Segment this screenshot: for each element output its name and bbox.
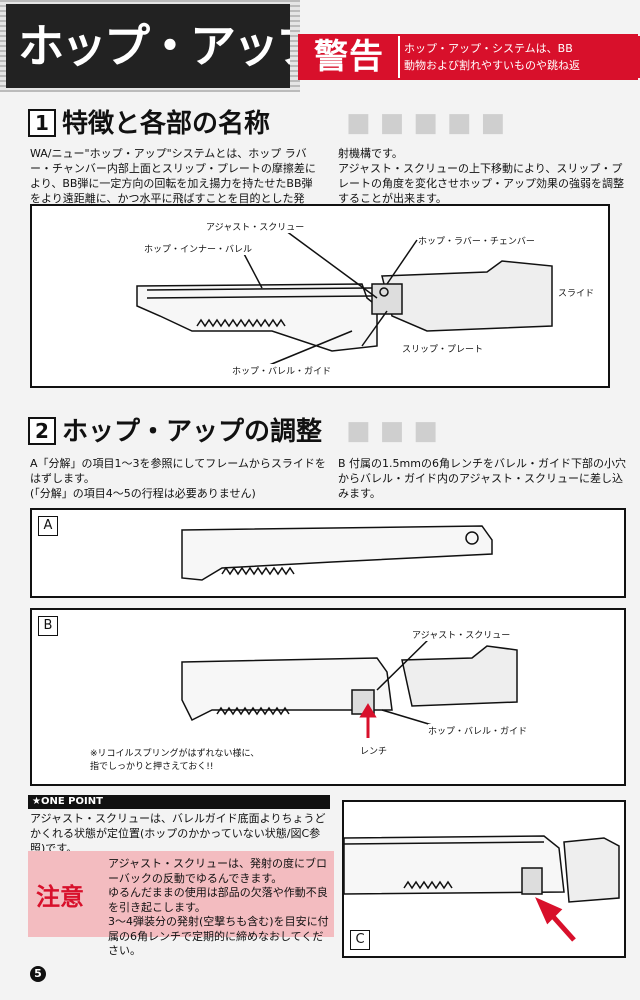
one-point-text: アジャスト・スクリューは、バレルガイド底面よりちょうどかくれる状態が定位置(ホッ… [30,812,326,855]
leader-slip-plate [361,310,388,347]
label-adjust-screw: アジャスト・スクリュー [206,220,305,233]
panel-b-label: B [38,616,58,636]
section1-text-left: WA/ニュー"ホップ・アップ"システムとは、ホップ ラバー・チャンバー内部上面と… [30,147,316,205]
section1-title: 特徴と各部の名称 [62,109,271,139]
caution-text: アジャスト・スクリューは、発射の度にブローバックの反動でゆるんできます。 ゆるん… [108,857,329,957]
panel-a-label: A [38,516,58,536]
section2-title: ホップ・アップの調整 [62,417,323,447]
inner-barrel-line [146,287,373,291]
bleed-through-heading-2: ■ ■ ■ [346,416,438,446]
bleed-through-heading: ■ ■ ■ ■ ■ [346,108,506,138]
slide-outline-c [563,837,620,903]
leader-inner-barrel [241,249,263,289]
label-b-barrel-guide: ホップ・バレル・ガイド [428,724,528,737]
frame-outline [136,283,378,352]
warning-tag: 警告 [300,36,398,78]
leader-rubber-chamber [386,239,418,285]
leader-barrel-guide [261,330,353,369]
inner-barrel-line-2 [146,295,373,299]
barrel-guide-c [521,867,543,895]
barrel-line-c [344,841,545,845]
slide-outline-b [401,645,518,707]
recoil-spring [196,318,286,328]
label-slip-plate: スリップ・プレート [402,342,484,355]
section1-text-right: 射機構です。 アジャスト・スクリューの上下移動により、スリップ・プレートの角度を… [338,147,624,205]
label-rubber-chamber: ホップ・ラバー・チェンバー [418,234,535,247]
label-slide: スライド [558,286,595,299]
caution-box: 注意 アジャスト・スクリューは、発射の度にブローバックの反動でゆるんできます。 … [28,851,334,957]
leader-adjust-screw [281,227,378,299]
warning-text: ホップ・アップ・システムは、BB 動物および割れやすいものや跳ね返 [400,36,640,78]
leader-adjust-screw-b [376,635,433,691]
hammer-a [465,531,479,545]
wrench-arrow-head [359,703,377,718]
one-point-bar: ★ONE POINT [28,795,330,809]
spring-b [216,706,290,716]
warning-box: 警告 ホップ・アップ・システムは、BB 動物および割れやすいものや跳ね返 [298,34,640,80]
frame-outline-c [344,835,565,895]
caution-tag: 注意 [36,883,84,911]
label-b-wrench: レンチ [360,744,388,757]
spring-c [403,880,453,890]
adjust-arrow-head [535,897,563,925]
spring-a [221,566,295,576]
label-inner-barrel: ホップ・インナー・バレル [144,242,253,255]
panel-b-diagram [181,635,518,738]
diagram-panel-1: アジャスト・スクリュー ホップ・インナー・バレル ホップ・ラバー・チェンバー ス… [30,204,610,388]
diagram-panel-c: C [342,800,626,958]
section2-text-b: B 付属の1.5mmの6角レンチをバレル・ガイド下部の小穴からバレル・ガイド内の… [338,457,626,500]
panel-c-label: C [350,930,370,950]
diagram-panel-b: B アジャスト・スクリュー ホップ・バレル・ガイド レンチ ※リコイルスプリング… [30,608,626,786]
frame-outline-a [181,525,493,581]
warning-line-2: 動物および割れやすいものや跳ね返 [404,59,580,72]
slide-outline [381,260,553,332]
section2-number: 2 [28,417,56,445]
section2-text-a: A「分解」の項目1〜3を参照にしてフレームからスライドをはずします。 (「分解」… [30,457,326,500]
panel-c-diagram [344,835,620,942]
label-b-adjust-screw: アジャスト・スクリュー [412,628,511,641]
page-number: 5 [30,966,46,982]
label-b-note: ※リコイルスプリングがはずれない様に、 指でしっかりと押さえておく!! [90,749,260,772]
panel-a-diagram [181,525,493,581]
label-barrel-guide: ホップ・バレル・ガイド [232,364,332,377]
bb-pellet [379,287,389,297]
frame-outline-b [181,657,393,722]
page-title: ホップ・アップ [6,4,290,88]
section1-number: 1 [28,109,56,137]
diagram-panel-a: A [30,508,626,598]
page-header: ホップ・アップ 警告 ホップ・アップ・システムは、BB 動物および割れやすいもの… [0,0,640,92]
warning-line-1: ホップ・アップ・システムは、BB [404,42,573,55]
hop-up-cutaway-diagram [136,227,553,369]
